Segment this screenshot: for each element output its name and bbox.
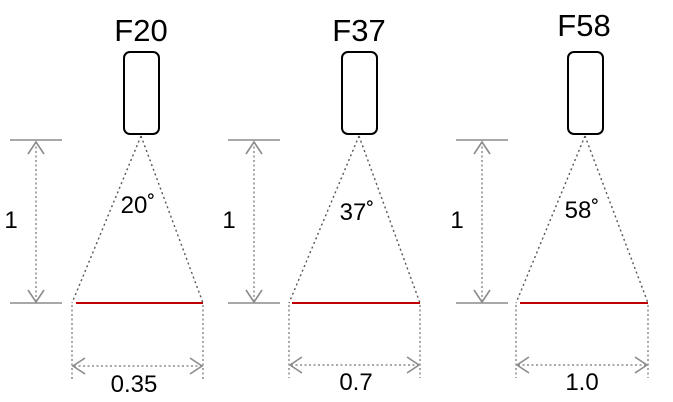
cone-left-edge (288, 135, 360, 304)
height-label: 1 (4, 207, 17, 234)
unit-title: F58 (557, 8, 610, 43)
unit-f20: F20 20˚ 1 0.35 (4, 13, 204, 398)
arrowhead-down-icon (27, 289, 45, 304)
unit-f58: F58 58˚ 1 1.0 (450, 8, 649, 396)
arrowhead-up-icon (473, 140, 491, 155)
arrowhead-down-icon (245, 289, 263, 304)
cone-right-edge (140, 135, 204, 304)
angle-label: 37˚ (340, 199, 375, 226)
unit-title: F37 (332, 13, 385, 48)
sensor-body (567, 51, 604, 135)
height-label: 1 (450, 207, 463, 234)
angle-label: 20˚ (121, 192, 156, 219)
arrowhead-right-icon (189, 357, 204, 375)
arrowhead-right-icon (406, 356, 421, 374)
arrowhead-left-icon (71, 357, 86, 375)
unit-title: F20 (114, 13, 167, 48)
arrowhead-up-icon (245, 140, 263, 155)
sensor-body (123, 51, 160, 135)
sensor-body (341, 51, 378, 135)
unit-f37: F37 37˚ 1 0.7 (222, 13, 421, 396)
width-label: 0.35 (111, 371, 158, 398)
angle-label: 58˚ (565, 197, 600, 224)
cone-left-edge (71, 135, 142, 304)
height-label: 1 (222, 207, 235, 234)
arrowhead-up-icon (27, 140, 45, 155)
arrowhead-right-icon (634, 356, 649, 374)
arrowhead-left-icon (288, 356, 303, 374)
cone-left-edge (515, 135, 586, 304)
arrowhead-left-icon (515, 356, 530, 374)
width-label: 0.7 (339, 369, 372, 396)
arrowhead-down-icon (473, 289, 491, 304)
width-label: 1.0 (565, 369, 598, 396)
